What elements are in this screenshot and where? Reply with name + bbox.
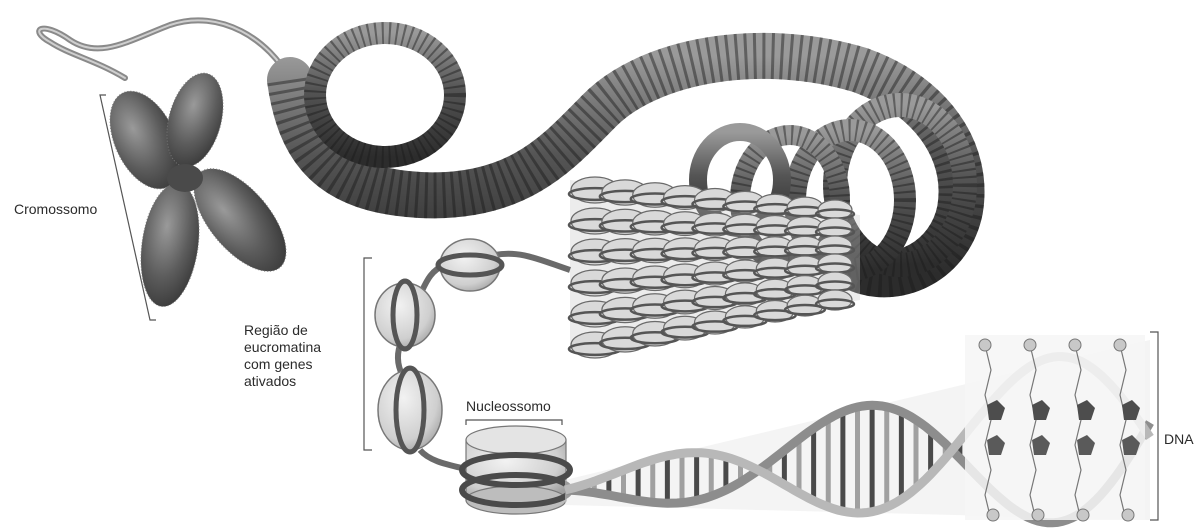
nucleosome-unit [438,239,502,291]
dna-strand-end [39,20,290,80]
nucleosome-unit [375,281,435,349]
nucleosome-highlight [462,426,570,514]
label-chromosome: Cromossomo [14,201,97,218]
molecular-base-pairs [965,335,1145,521]
nucleosome-bracket [466,420,562,425]
label-nucleosome: Nucleossomo [466,398,551,415]
label-dna: DNA [1164,431,1194,448]
euchromatin-region [375,239,570,514]
nucleosome-unit [378,368,442,452]
solenoid-fiber [569,177,860,358]
euchromatin-bracket [364,258,372,450]
dna-double-helix [565,335,1150,523]
label-euchromatin: Região de eucromatina com genes ativados [244,322,321,390]
